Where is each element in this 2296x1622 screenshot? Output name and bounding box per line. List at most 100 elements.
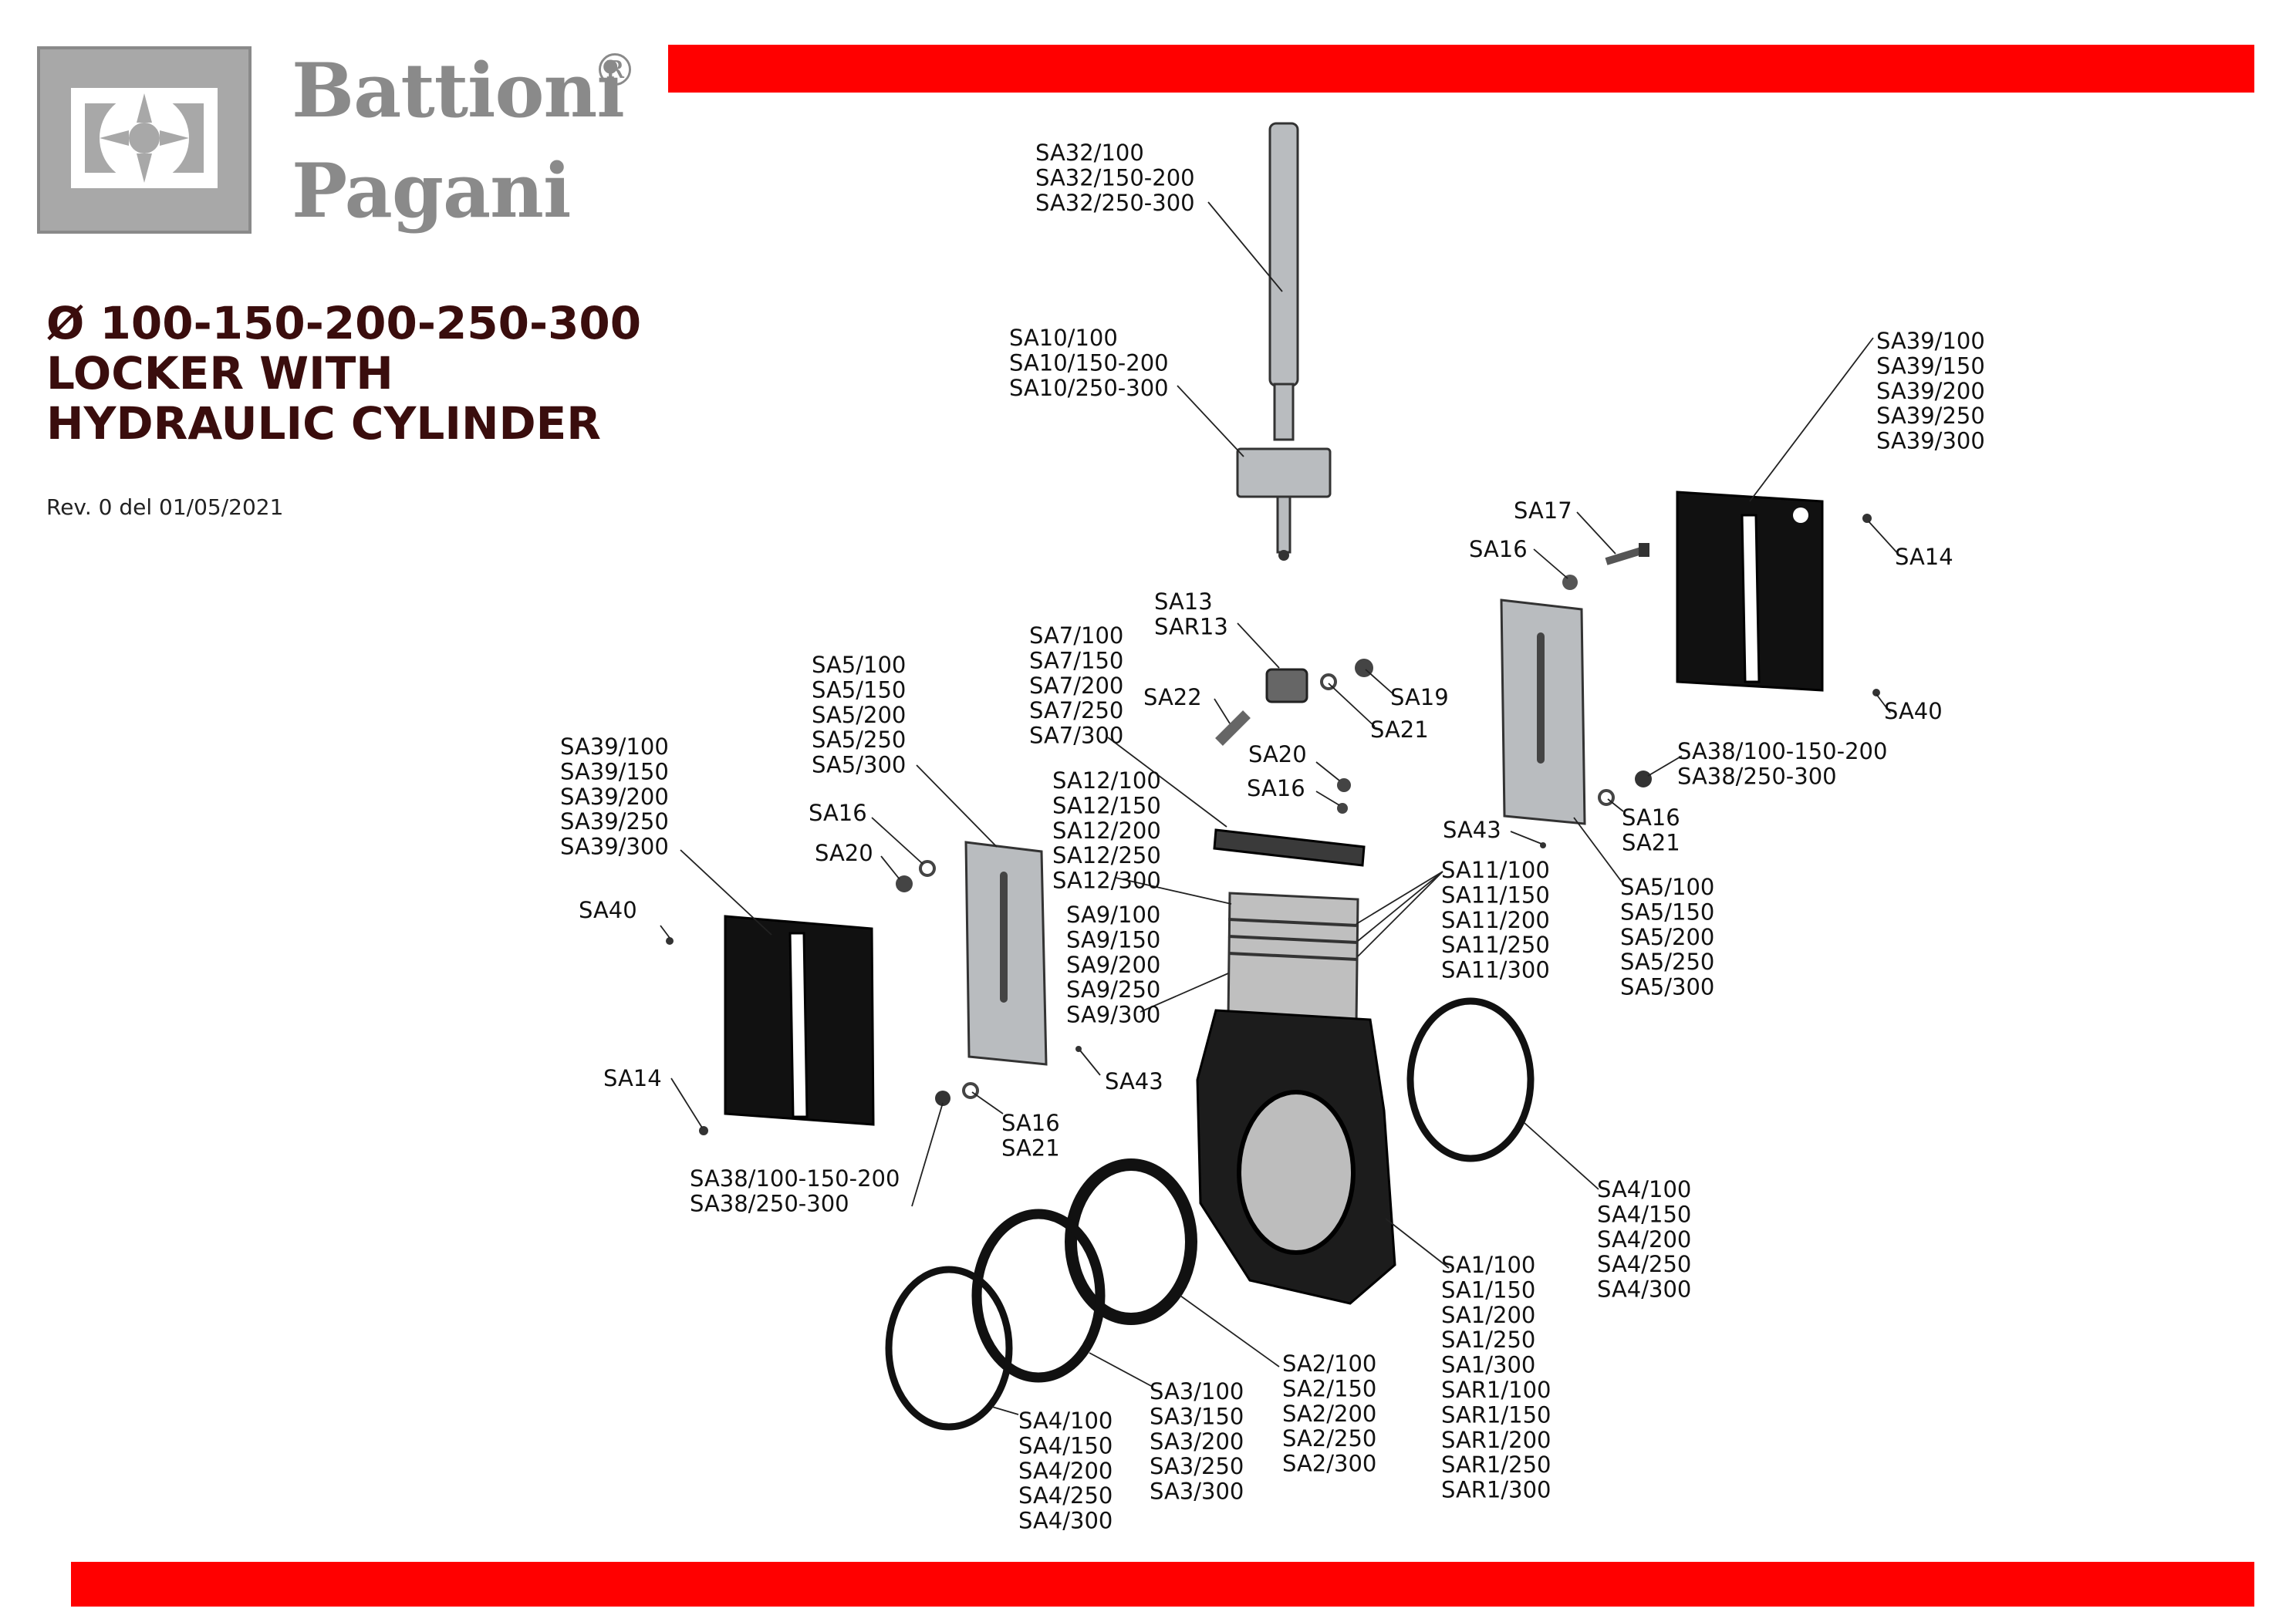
callout-line: SA19: [1390, 684, 1449, 710]
bottom-red-bar: [71, 1562, 2254, 1607]
callout-line: SA38/100-150-200: [1677, 738, 1887, 764]
top-red-bar: [668, 45, 2254, 93]
callout-line: SA5/100: [1620, 874, 1714, 900]
callout-line: SA12/150: [1052, 792, 1161, 818]
callout-line: SA1/300: [1441, 1352, 1535, 1378]
left-plate-part: [964, 841, 1048, 1066]
callout-line: SA7/300: [1029, 723, 1123, 749]
callout-line: SA39/150: [1876, 352, 1985, 379]
callout-line: SA5/100: [812, 652, 906, 678]
logo-emblem-icon: [71, 88, 218, 188]
callout-line: SA38/250-300: [690, 1190, 849, 1216]
callout-line: SA9/100: [1066, 902, 1160, 928]
callout-line: SA5/250: [1620, 949, 1714, 975]
callout-line: SAR13: [1154, 613, 1228, 639]
callout-line: SA43: [1105, 1068, 1163, 1094]
washer-sa16-right-part: [1598, 789, 1615, 806]
callout-line: SA12/300: [1052, 868, 1161, 894]
callout-sa19: SA19: [1390, 684, 1449, 710]
bolt-sa38-right-part: [1635, 771, 1652, 787]
callout-sa43-right: SA43: [1443, 817, 1501, 843]
callout-line: SA9/150: [1066, 926, 1160, 953]
pin-sa22-part: [1215, 710, 1251, 746]
callout-line: SA3/200: [1150, 1428, 1244, 1455]
locking-bar-part: [1213, 828, 1366, 867]
callout-line: SA39/300: [560, 834, 669, 860]
hydraulic-cylinder-part: [1236, 122, 1332, 561]
callout-line: SA32/150-200: [1035, 164, 1195, 191]
callout-line: SA20: [1248, 741, 1307, 767]
callout-sa14-left: SA14: [603, 1065, 662, 1091]
callout-sa17: SA17: [1514, 497, 1572, 524]
registered-mark: ®: [593, 44, 637, 96]
callout-sa20-left: SA20: [815, 840, 873, 866]
callout-line: SA39/300: [1876, 428, 1985, 454]
callout-line: SA5/300: [1620, 974, 1714, 1000]
callout-line: SA11/300: [1441, 957, 1550, 983]
callout-line: SA5/150: [812, 676, 906, 703]
callout-line: SA4/100: [1018, 1408, 1113, 1434]
callout-line: SA40: [579, 897, 637, 923]
callout-sa14-right: SA14: [1895, 544, 1953, 570]
callout-line: SA14: [1895, 544, 1953, 570]
brand-name-line-1: Battioni: [292, 47, 625, 134]
callout-line: SA11/150: [1441, 882, 1550, 908]
callout-sa20-mid: SA20: [1248, 741, 1307, 767]
callout-line: SA4/300: [1018, 1508, 1113, 1534]
callout-line: SA39/200: [1876, 378, 1985, 404]
callout-line: SAR1/300: [1441, 1477, 1551, 1503]
callout-line: SA12/200: [1052, 818, 1161, 844]
callout-line: SA39/200: [560, 784, 669, 810]
callout-line: SA9/300: [1066, 1002, 1160, 1028]
callout-line: SA5/200: [812, 702, 906, 728]
callout-line: SA10/250-300: [1009, 375, 1169, 401]
callout-line: SA14: [603, 1065, 662, 1091]
leader-lines: [660, 201, 1900, 1415]
sleeve-sa3-part: [971, 1209, 1106, 1383]
callout-line: SA5/200: [1620, 924, 1714, 950]
callout-line: SA12/100: [1052, 767, 1161, 794]
callout-line: SA16: [1622, 804, 1680, 831]
callout-line: SA39/100: [560, 733, 669, 760]
callout-line: SA5/250: [812, 727, 906, 753]
right-plate-part: [1500, 599, 1586, 825]
callout-line: SA12/250: [1052, 842, 1161, 868]
o-ring-right-part: [1406, 997, 1535, 1162]
callout-line: SA2/250: [1282, 1425, 1376, 1452]
callout-line: SA10/150-200: [1009, 349, 1169, 376]
callout-line: SA16: [1469, 536, 1528, 562]
valve-body-part: [1196, 1009, 1396, 1305]
right-cover-part: [1676, 491, 1824, 692]
callout-line: SA1/150: [1441, 1276, 1535, 1303]
callout-line: SA22: [1143, 684, 1202, 710]
left-cover-part: [724, 915, 875, 1126]
callout-line: SA3/100: [1150, 1378, 1244, 1404]
callout-line: SA3/250: [1150, 1453, 1244, 1479]
callout-line: SA38/250-300: [1677, 763, 1837, 789]
callout-line: SA17: [1514, 497, 1572, 524]
callout-sa40-left: SA40: [579, 897, 637, 923]
callout-line: SA7/250: [1029, 697, 1123, 723]
callout-line: SA4/200: [1597, 1226, 1691, 1253]
callout-line: SAR1/100: [1441, 1377, 1551, 1403]
callout-line: SA38/100-150-200: [690, 1165, 900, 1192]
o-ring-left-part: [885, 1266, 1013, 1431]
washer-sa16-mid-part: [1337, 803, 1348, 814]
title-cylinder: HYDRAULIC CYLINDER: [46, 397, 601, 450]
callout-line: SA2/100: [1282, 1351, 1376, 1377]
washer-sa16-bottom-part: [962, 1082, 979, 1099]
callout-line: SA32/100: [1035, 140, 1144, 166]
nut-sa20-left-part: [896, 875, 913, 892]
callout-line: SA2/300: [1282, 1451, 1376, 1477]
callout-line: SA3/150: [1150, 1403, 1244, 1429]
